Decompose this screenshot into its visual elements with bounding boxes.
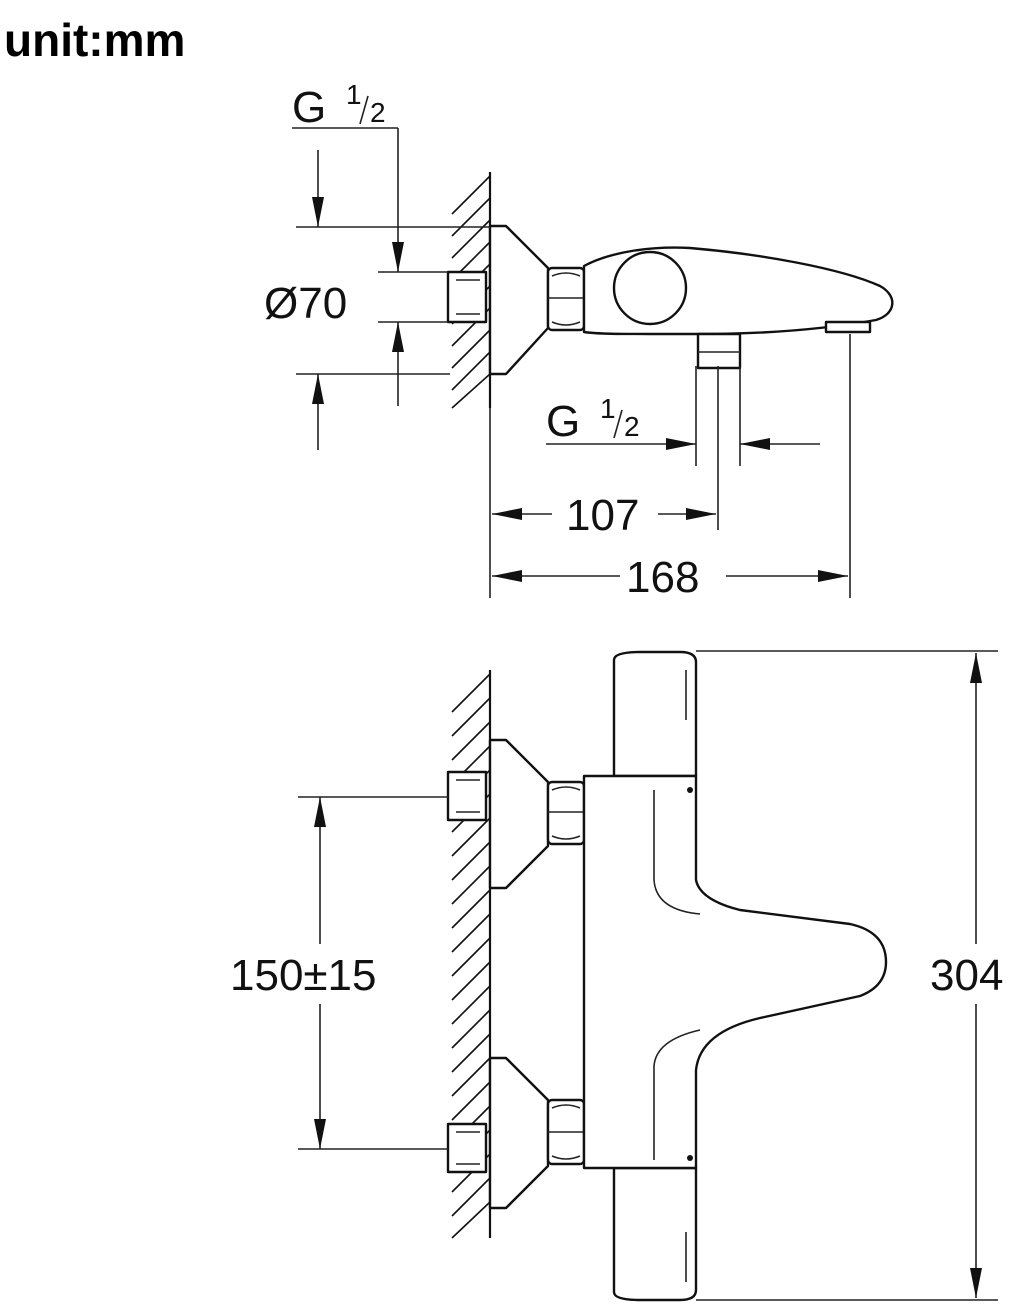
svg-text:G: G [292, 83, 326, 132]
front-view: 150±15 304 [230, 650, 1003, 1302]
svg-text:1: 1 [600, 393, 616, 424]
thread-label-outlet: G 1 2 [546, 393, 640, 446]
dim-height-label: 304 [930, 951, 1003, 1000]
svg-text:2: 2 [370, 97, 386, 128]
bottom-cap [612, 1166, 698, 1302]
hex-nut-side [546, 266, 586, 332]
thermostat-handle-side [612, 250, 688, 326]
side-view: G 1 2 Ø70 G 1 2 107 [264, 79, 894, 602]
dim-depth-label: 168 [626, 553, 699, 602]
hex-nut-upper [546, 780, 586, 846]
escutcheon-side [488, 224, 550, 376]
dim-centers-label: 150±15 [230, 951, 377, 1000]
escutcheon-lower [488, 1056, 550, 1210]
top-cap [612, 650, 698, 778]
svg-text:G: G [546, 397, 580, 446]
svg-text:2: 2 [624, 411, 640, 442]
svg-text:1: 1 [346, 79, 362, 110]
mixer-body-front [582, 774, 888, 1170]
shower-outlet-side [696, 332, 742, 370]
dim-outlet-label: 107 [566, 491, 639, 540]
escutcheon-upper [488, 738, 550, 890]
diameter-label: Ø70 [264, 279, 347, 328]
spout-outlet [824, 320, 872, 334]
unit-label: unit:mm [4, 14, 185, 66]
thread-label-top: G 1 2 [292, 79, 386, 132]
